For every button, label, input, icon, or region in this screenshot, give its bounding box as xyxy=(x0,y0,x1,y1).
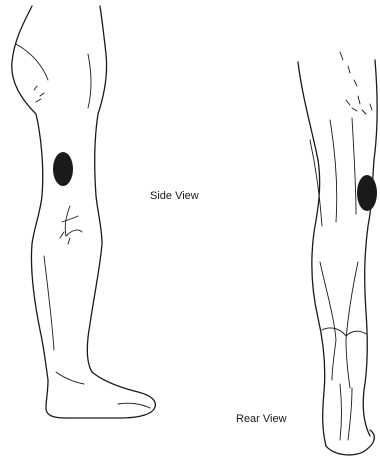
rear-leg-calf-lateral xyxy=(346,262,358,388)
side-view-marker xyxy=(53,152,73,186)
side-leg-back-contour xyxy=(12,6,66,418)
side-leg-thigh-crease xyxy=(16,44,48,80)
side-leg-foot xyxy=(66,372,155,418)
side-leg-toe-line xyxy=(118,403,150,408)
rear-leg-calf-medial xyxy=(320,262,336,380)
side-view-leg xyxy=(12,6,156,418)
side-view-label: Side View xyxy=(150,190,199,202)
rear-leg-achilles xyxy=(340,384,352,440)
side-leg-ankle-line xyxy=(56,372,84,384)
side-leg-front-contour xyxy=(87,6,106,372)
side-leg-knee-detail xyxy=(60,206,82,244)
rear-view-label: Rear View xyxy=(236,413,287,425)
rear-view-leg xyxy=(298,52,377,455)
rear-view-marker xyxy=(357,175,377,211)
side-leg-calf-line xyxy=(44,256,54,350)
rear-leg-gluteal-hatch xyxy=(340,52,372,114)
rear-leg-outer-contour xyxy=(298,62,326,446)
rear-leg-hamstring-line-2 xyxy=(352,118,356,214)
side-leg-thigh-muscle-line xyxy=(88,54,91,108)
side-leg-hatch xyxy=(34,86,44,102)
rear-leg-heel xyxy=(326,430,374,455)
rear-leg-hamstring-line-1 xyxy=(330,120,337,222)
rear-leg-calf-bulge xyxy=(322,328,366,336)
rear-leg-inner-contour xyxy=(363,60,377,436)
